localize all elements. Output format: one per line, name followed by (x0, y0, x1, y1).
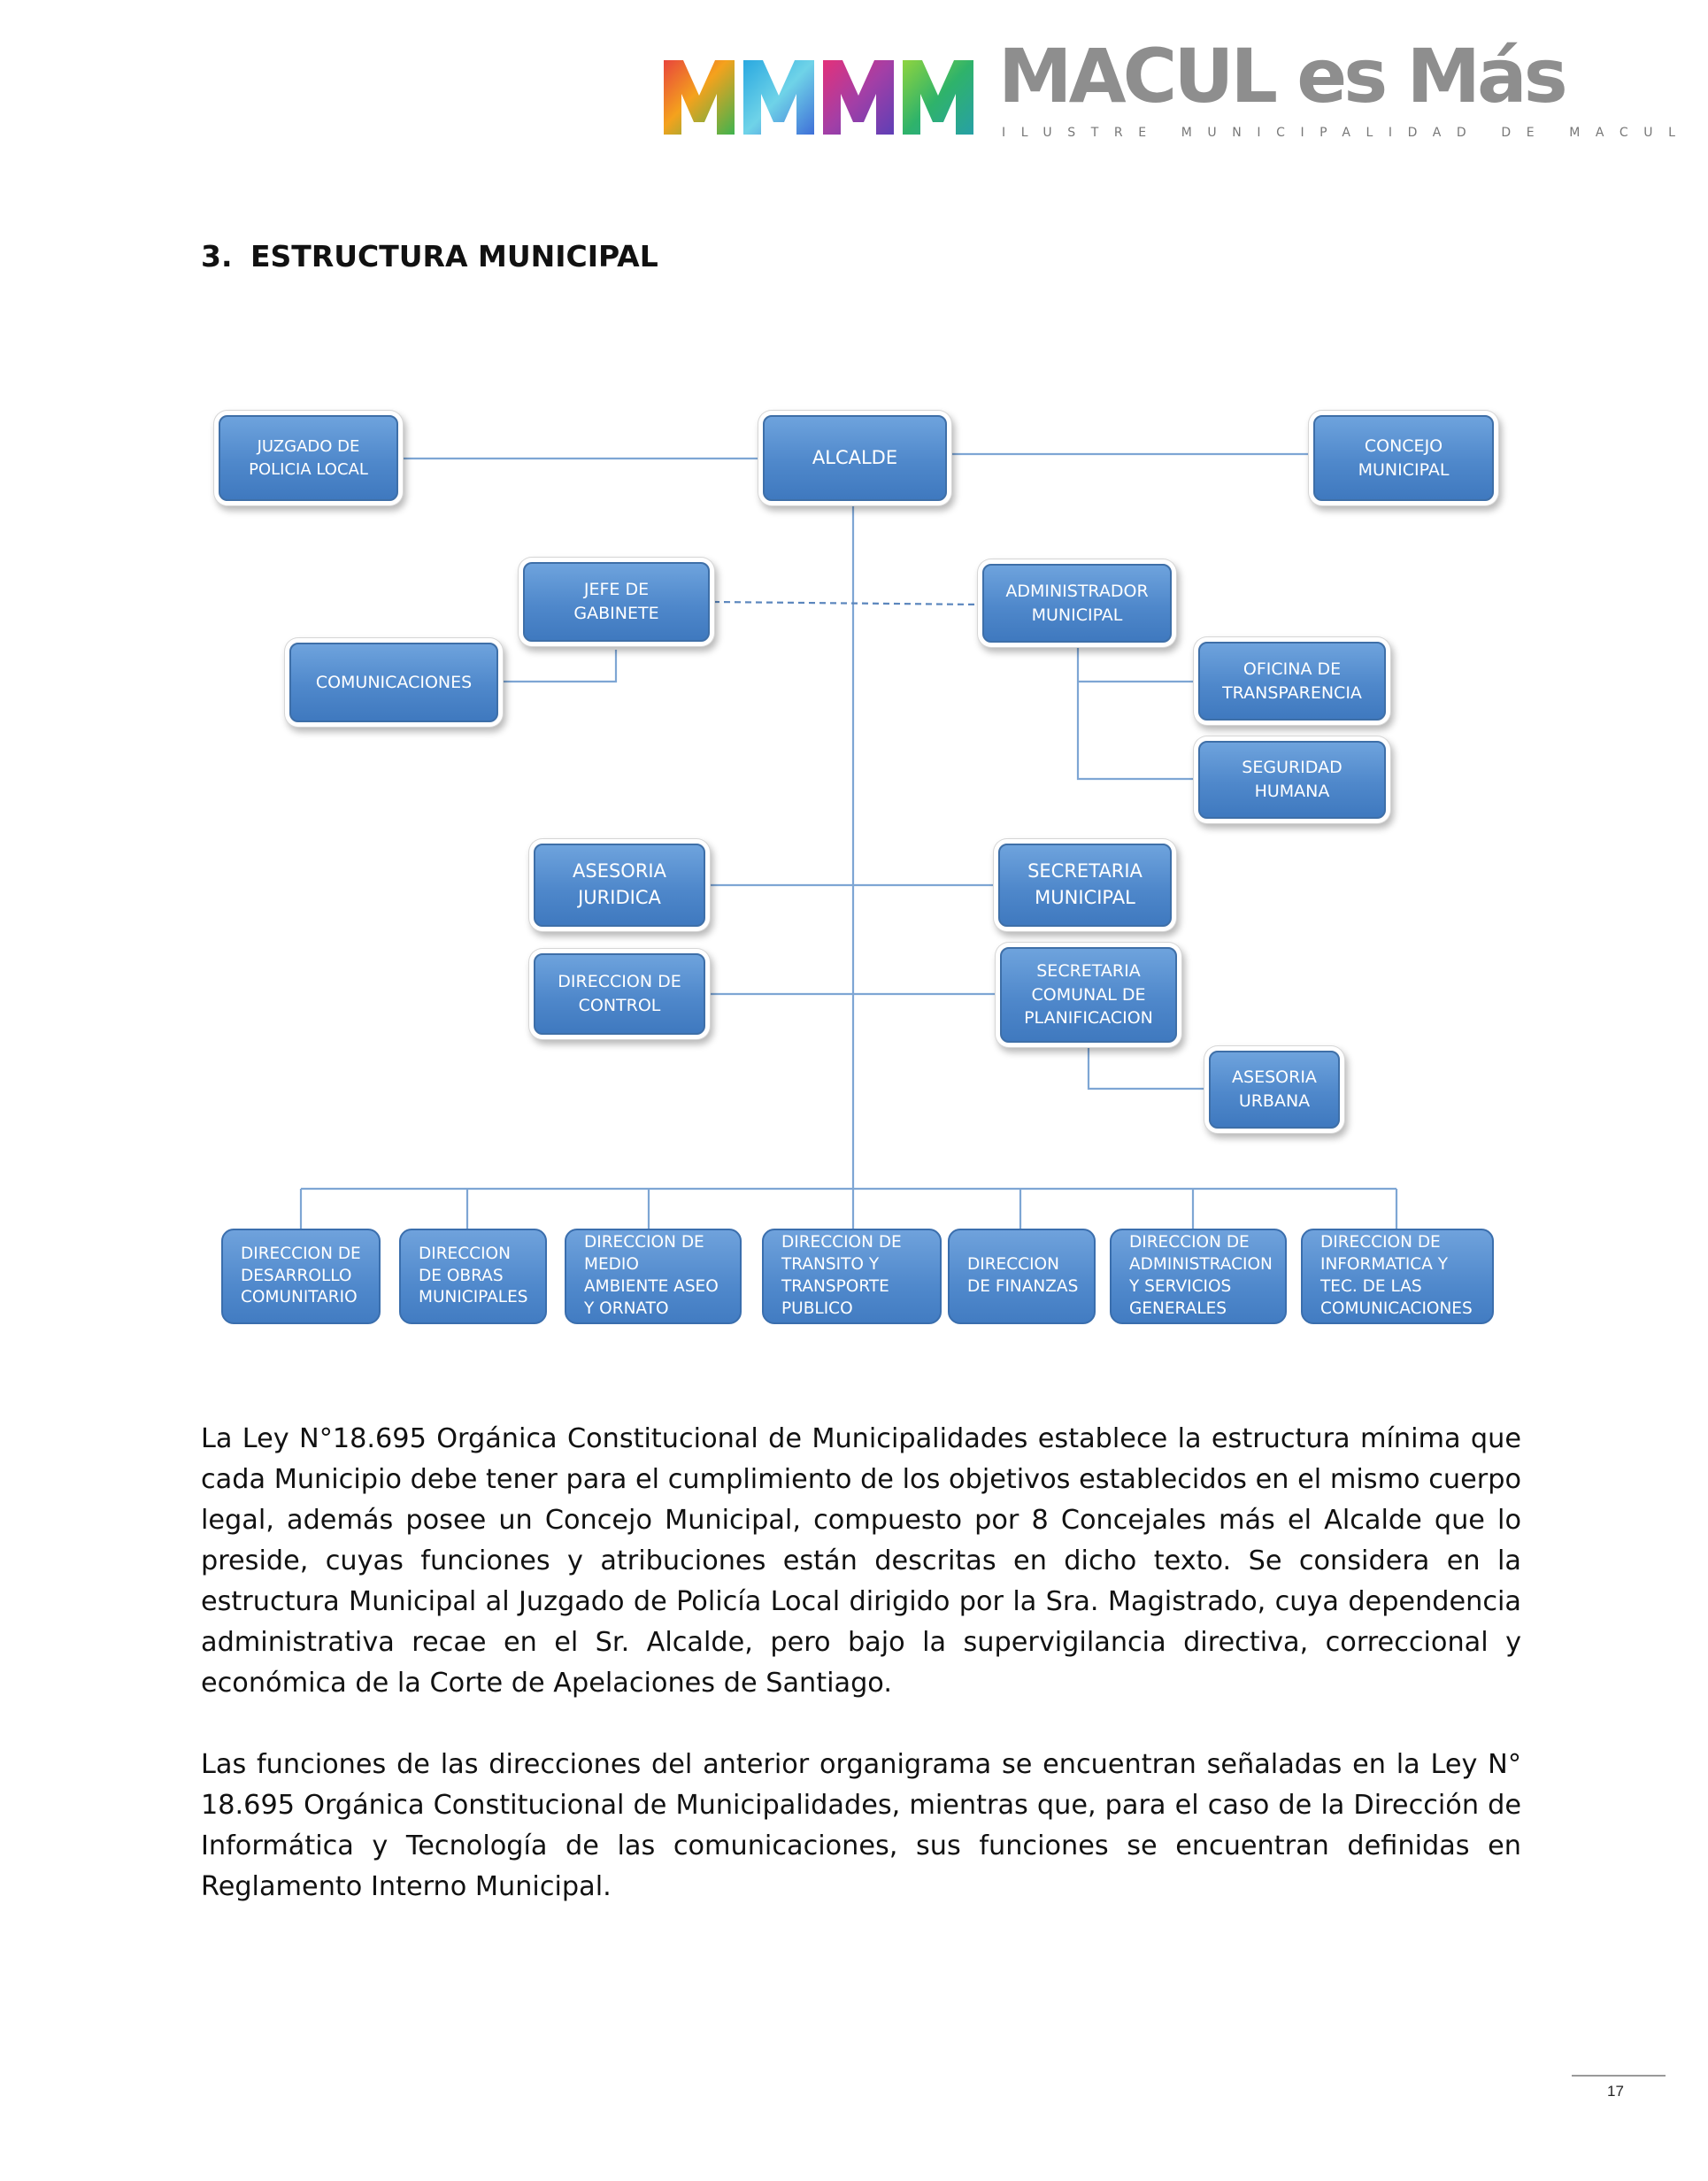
node-asesoria-juridica: ASESORIA JURIDICA (534, 844, 705, 927)
section-title: ESTRUCTURA MUNICIPAL (250, 239, 658, 274)
node-seguridad-humana: SEGURIDAD HUMANA (1198, 741, 1386, 819)
section-number: 3. (201, 239, 233, 274)
node-direccion-control: DIRECCION DE CONTROL (534, 953, 705, 1035)
node-transito: DIRECCION DE TRANSITO Y TRANSPORTE PUBLI… (762, 1229, 942, 1324)
node-dom: DIRECCION DE OBRAS MUNICIPALES (399, 1229, 547, 1324)
brand-subtitle: ILUSTRE MUNICIPALIDAD DE MACUL (1002, 126, 1691, 140)
node-administrador-municipal: ADMINISTRADOR MUNICIPAL (982, 564, 1172, 643)
paragraph-funciones-direcciones: Las funciones de las direcciones del ant… (201, 1749, 1521, 1902)
paragraph-ley-organica: La Ley N°18.695 Orgánica Constitucional … (201, 1423, 1521, 1699)
connector-comunicaciones (501, 650, 618, 683)
section-heading: 3. ESTRUCTURA MUNICIPAL (201, 239, 658, 274)
node-secplan: SECRETARIA COMUNAL DE PLANIFICACION (1000, 947, 1177, 1043)
node-jefe-gabinete: JEFE DE GABINETE (523, 562, 710, 642)
node-finanzas: DIRECCION DE FINANZAS (948, 1229, 1096, 1324)
connector-admin (1076, 643, 1198, 781)
brand-wordmark: MACUL es Más (998, 33, 1568, 119)
node-informatica: DIRECCION DE INFORMATICA Y TEC. DE LAS C… (1301, 1229, 1494, 1324)
node-concejo-municipal: CONCEJO MUNICIPAL (1313, 415, 1494, 501)
connector-gabinete-admin (712, 600, 983, 606)
node-medio-ambiente: DIRECCION DE MEDIO AMBIENTE ASEO Y ORNAT… (565, 1229, 742, 1324)
page-number: 17 (1607, 2083, 1624, 2100)
node-asesoria-urbana: ASESORIA URBANA (1209, 1051, 1340, 1129)
municipality-logo (664, 60, 973, 135)
node-dideco: DIRECCION DE DESARROLLO COMUNITARIO (221, 1229, 381, 1324)
connector-urbana (1087, 1041, 1209, 1090)
footer-rule (1572, 2075, 1666, 2077)
org-chart-connectors (299, 452, 1398, 1229)
node-comunicaciones: COMUNICACIONES (289, 643, 498, 722)
node-secretaria-municipal: SECRETARIA MUNICIPAL (998, 844, 1172, 927)
node-alcalde: ALCALDE (763, 415, 947, 501)
node-administracion: DIRECCION DE ADMINISTRACION Y SERVICIOS … (1110, 1229, 1287, 1324)
node-oficina-transparencia: OFICINA DE TRANSPARENCIA (1198, 642, 1386, 721)
logo-letters (664, 60, 973, 135)
node-juzgado-policia-local: JUZGADO DE POLICIA LOCAL (219, 415, 398, 501)
org-chart: JUZGADO DE POLICIA LOCAL ALCALDE CONCEJO… (219, 415, 1494, 1324)
